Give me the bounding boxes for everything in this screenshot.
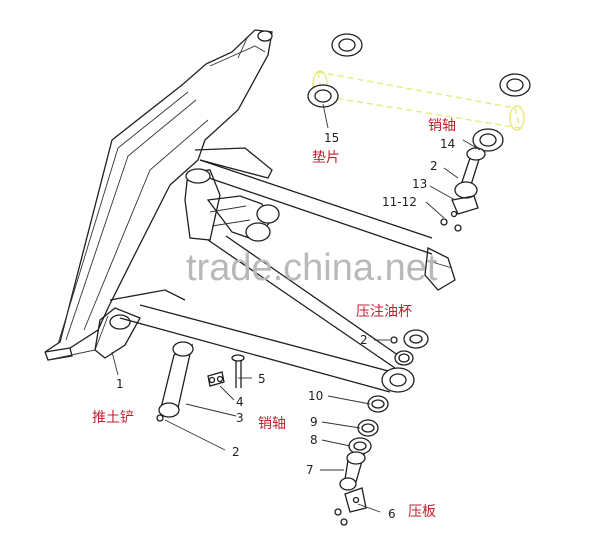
grease-cup-parts: [390, 329, 429, 366]
washers-15: [307, 33, 531, 152]
upper-pin-highlight: [312, 70, 525, 131]
name-upper-pin: 销轴: [428, 118, 456, 134]
lower-pin-assembly: [156, 341, 245, 422]
label-6: 6: [388, 507, 396, 521]
name-washer: 垫片: [312, 150, 340, 166]
label-7: 7: [306, 463, 314, 477]
label-11-12: 11-12: [382, 195, 417, 209]
leader-lines: [111, 103, 481, 513]
label-1: 1: [116, 377, 124, 391]
label-13: 13: [412, 177, 427, 191]
label-9: 9: [310, 415, 318, 429]
label-10: 10: [308, 389, 323, 403]
name-lower-pin: 销轴: [258, 416, 286, 432]
label-14: 14: [440, 137, 455, 151]
label-2-lower: 2: [232, 445, 240, 459]
label-4: 4: [236, 395, 244, 409]
upper-pin-assembly: [440, 147, 486, 232]
name-blade: 推土铲: [92, 410, 134, 426]
label-8: 8: [310, 433, 318, 447]
label-15: 15: [324, 131, 339, 145]
lower-pin-plate-assembly: [334, 451, 367, 526]
bushing-stack: [348, 395, 389, 455]
push-frame: [109, 147, 456, 393]
name-plate: 压板: [408, 504, 436, 520]
label-5: 5: [258, 372, 266, 386]
watermark-text: trade.china.net: [186, 247, 438, 289]
dozer-blade: [44, 29, 273, 361]
label-2-upper: 2: [430, 159, 438, 173]
label-3: 3: [236, 411, 244, 425]
label-2-mid: 2: [360, 333, 368, 347]
name-grease-cup: 压注油杯: [356, 304, 412, 320]
